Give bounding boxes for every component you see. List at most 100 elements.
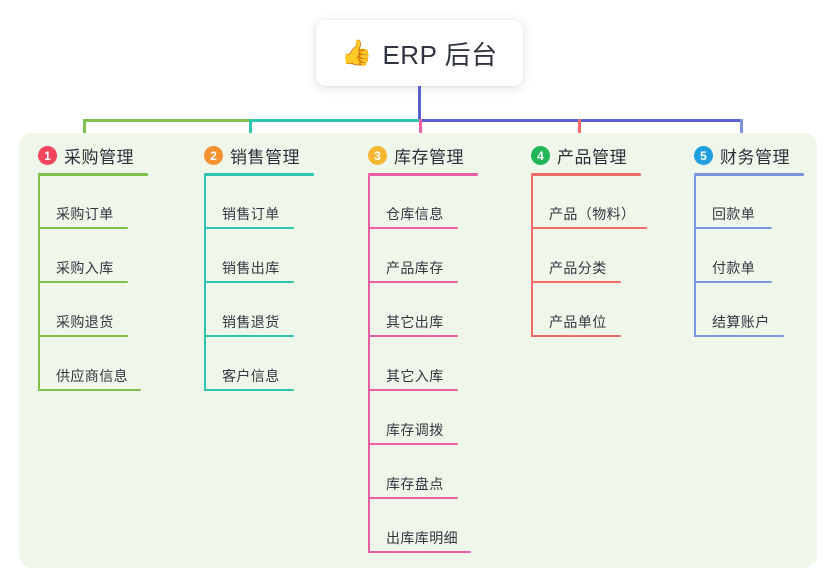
branch-item-label: 客户信息 (222, 368, 280, 384)
branch-item-rule (38, 389, 141, 391)
branch-item-rule (368, 281, 458, 283)
branch-header-4[interactable]: 4 产品管理 (531, 143, 627, 168)
branch-item-rule (531, 281, 621, 283)
branch-item[interactable]: 采购退货 (38, 303, 128, 337)
branch-item[interactable]: 付款单 (694, 249, 772, 283)
root-node-title: ERP 后台 (382, 39, 498, 70)
branch-number-badge: 5 (694, 146, 713, 165)
branch-title: 库存管理 (394, 148, 464, 167)
branch-item-rule (204, 281, 294, 283)
branch-header-rule (694, 173, 804, 176)
branch-title: 采购管理 (64, 148, 134, 167)
branch-item[interactable]: 其它入库 (368, 357, 458, 391)
branch-column-1: 1 采购管理采购订单采购入库采购退货供应商信息 (38, 133, 188, 568)
branch-item-rule (38, 335, 128, 337)
branch-item-label: 销售订单 (222, 206, 280, 222)
branch-item-label: 回款单 (712, 206, 756, 222)
branch-trunk-line (368, 176, 370, 553)
branch-item-rule (368, 335, 458, 337)
branch-item-rule (38, 281, 128, 283)
branch-item[interactable]: 其它出库 (368, 303, 458, 337)
branch-item-label: 销售出库 (222, 260, 280, 276)
branch-number-badge: 1 (38, 146, 57, 165)
branch-item-label: 产品（物料） (549, 206, 636, 222)
thumbs-up-icon: 👍 (341, 38, 373, 67)
branch-item-label: 销售退货 (222, 314, 280, 330)
branch-header-rule (368, 173, 478, 176)
branch-item[interactable]: 销售订单 (204, 195, 294, 229)
branch-item[interactable]: 产品（物料） (531, 195, 647, 229)
branch-item-rule (368, 389, 458, 391)
branch-header-1[interactable]: 1 采购管理 (38, 143, 134, 168)
branch-column-3: 3 库存管理仓库信息产品库存其它出库其它入库库存调拨库存盘点出库库明细 (368, 133, 518, 568)
branch-number-badge: 3 (368, 146, 387, 165)
branch-item-rule (694, 335, 784, 337)
branch-item[interactable]: 产品分类 (531, 249, 621, 283)
branch-item-rule (38, 227, 128, 229)
branch-header-2[interactable]: 2 销售管理 (204, 143, 300, 168)
branch-item[interactable]: 销售出库 (204, 249, 294, 283)
root-node-card[interactable]: 👍 ERP 后台 (316, 20, 523, 86)
branch-item-rule (368, 227, 458, 229)
branch-title: 财务管理 (720, 148, 790, 167)
branches-panel: 1 采购管理采购订单采购入库采购退货供应商信息 2 销售管理销售订单销售出库销售退货客… (19, 133, 817, 568)
branch-item[interactable]: 销售退货 (204, 303, 294, 337)
branch-item[interactable]: 产品单位 (531, 303, 621, 337)
branch-item-rule (368, 497, 458, 499)
branch-trunk-line (38, 176, 40, 391)
branch-item-label: 产品单位 (549, 314, 607, 330)
branch-trunk-line (531, 176, 533, 337)
branch-header-3[interactable]: 3 库存管理 (368, 143, 464, 168)
branch-item[interactable]: 仓库信息 (368, 195, 458, 229)
branch-item[interactable]: 产品库存 (368, 249, 458, 283)
branch-trunk-line (694, 176, 696, 337)
branch-item[interactable]: 供应商信息 (38, 357, 141, 391)
branch-item-label: 采购订单 (56, 206, 114, 222)
branch-item-label: 库存调拨 (386, 422, 444, 438)
branch-column-4: 4 产品管理产品（物料） 产品分类产品单位 (531, 133, 681, 568)
branch-item-rule (694, 281, 772, 283)
branch-header-rule (531, 173, 641, 176)
branch-item-label: 采购退货 (56, 314, 114, 330)
branch-item[interactable]: 客户信息 (204, 357, 294, 391)
branch-item-rule (531, 335, 621, 337)
branch-number-badge: 4 (531, 146, 550, 165)
branch-item-label: 库存盘点 (386, 476, 444, 492)
branch-title: 产品管理 (557, 148, 627, 167)
branch-item-label: 产品分类 (549, 260, 607, 276)
branch-item[interactable]: 结算账户 (694, 303, 784, 337)
branch-item[interactable]: 库存盘点 (368, 465, 458, 499)
branch-column-5: 5 财务管理回款单付款单结算账户 (694, 133, 839, 568)
branch-item-label: 供应商信息 (56, 368, 128, 384)
branch-trunk-line (204, 176, 206, 391)
branch-item-label: 采购入库 (56, 260, 114, 276)
branch-item-rule (694, 227, 772, 229)
bus-segment-1 (83, 119, 252, 122)
branch-item-rule (368, 443, 458, 445)
branch-item-rule (204, 335, 294, 337)
branch-item[interactable]: 出库库明细 (368, 519, 471, 553)
branch-item-label: 付款单 (712, 260, 756, 276)
branch-item[interactable]: 库存调拨 (368, 411, 458, 445)
branch-item[interactable]: 采购订单 (38, 195, 128, 229)
branch-item-rule (204, 389, 294, 391)
branch-item-rule (531, 227, 647, 229)
branch-title: 销售管理 (230, 148, 300, 167)
branch-item-rule (368, 551, 471, 553)
bus-segment-3 (419, 119, 743, 122)
branch-item-label: 产品库存 (386, 260, 444, 276)
branch-item-label: 结算账户 (712, 314, 770, 330)
branch-header-rule (204, 173, 314, 176)
branch-header-5[interactable]: 5 财务管理 (694, 143, 790, 168)
bus-segment-2 (249, 119, 422, 122)
branch-item-label: 仓库信息 (386, 206, 444, 222)
branch-column-2: 2 销售管理销售订单销售出库销售退货客户信息 (204, 133, 354, 568)
branch-item-rule (204, 227, 294, 229)
branch-item[interactable]: 采购入库 (38, 249, 128, 283)
branch-number-badge: 2 (204, 146, 223, 165)
branch-header-rule (38, 173, 148, 176)
branch-item-label: 其它入库 (386, 368, 444, 384)
branch-item-label: 其它出库 (386, 314, 444, 330)
branch-item[interactable]: 回款单 (694, 195, 772, 229)
